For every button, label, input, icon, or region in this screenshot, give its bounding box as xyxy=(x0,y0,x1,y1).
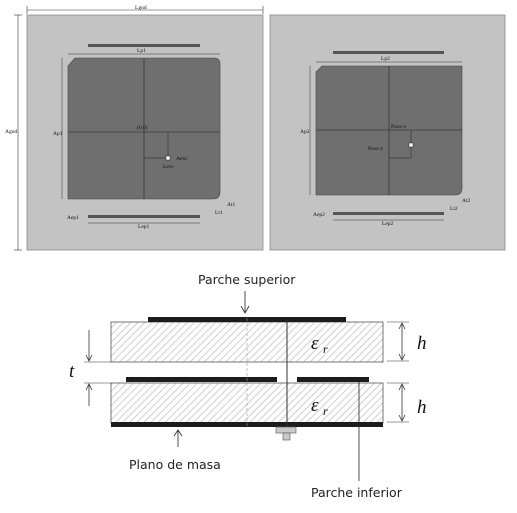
parasitic-strip-bottom-left xyxy=(88,215,200,218)
top-view-left: Lgnd Agnd Lp1 Ap1 (0,0) Aexc Lexc At1 Lt… xyxy=(5,5,264,251)
feed-point-left xyxy=(165,155,171,161)
epsilon-upper-subscript: r xyxy=(323,342,328,356)
aep1-label: Aep1 xyxy=(67,215,79,221)
top-view-right: Lp2 Ap2 Posx-x Posx-y At2 Lt2 Aep2 Lep2 xyxy=(269,14,506,251)
parasitic-strip-top-left xyxy=(88,44,200,47)
h-upper-label: h xyxy=(417,333,427,354)
lt2-label: Lt2 xyxy=(450,206,458,212)
at2-label: At2 xyxy=(462,198,471,204)
epsilon-lower-symbol: ε xyxy=(311,395,319,416)
t-label: t xyxy=(69,361,75,382)
at1-label: At1 xyxy=(227,202,236,208)
lep1-label: Lep1 xyxy=(138,224,150,230)
feed-point-right xyxy=(408,142,414,148)
ap1-label: Ap1 xyxy=(53,131,63,137)
bottom-patch-left xyxy=(126,377,277,382)
coax-connector xyxy=(275,426,297,434)
lt1-label: Lt1 xyxy=(215,210,223,216)
epsilon-upper-symbol: ε xyxy=(311,333,319,354)
parasitic-strip-bottom-right xyxy=(333,212,444,215)
lgnd-label: Lgnd xyxy=(135,5,147,11)
epsilon-lower-subscript: r xyxy=(323,404,328,418)
origin-label: (0,0) xyxy=(137,124,148,131)
posx-x-label: Posx-x xyxy=(391,124,407,130)
aexc-label: Aexc xyxy=(176,156,188,162)
agnd-label: Agnd xyxy=(5,129,17,135)
aep2-label: Aep2 xyxy=(313,212,325,218)
bottom-patch-label: Parche inferior xyxy=(311,485,403,500)
ground-plane-label: Plano de masa xyxy=(129,457,221,472)
parasitic-strip-top-right xyxy=(333,51,444,54)
top-patch-label: Parche superior xyxy=(198,272,296,287)
bottom-patch-right xyxy=(297,377,369,382)
lp2-label: Lp2 xyxy=(381,56,390,62)
ap2-label: Ap2 xyxy=(300,129,310,135)
lp1-label: Lp1 xyxy=(137,48,146,54)
lep2-label: Lep2 xyxy=(382,221,394,227)
cross-section: Parche superior ε r ε r h h xyxy=(69,272,427,500)
posx-y-label: Posx-y xyxy=(368,146,384,152)
h-lower-label: h xyxy=(417,397,427,418)
lexc-label: Lexc xyxy=(163,164,175,170)
